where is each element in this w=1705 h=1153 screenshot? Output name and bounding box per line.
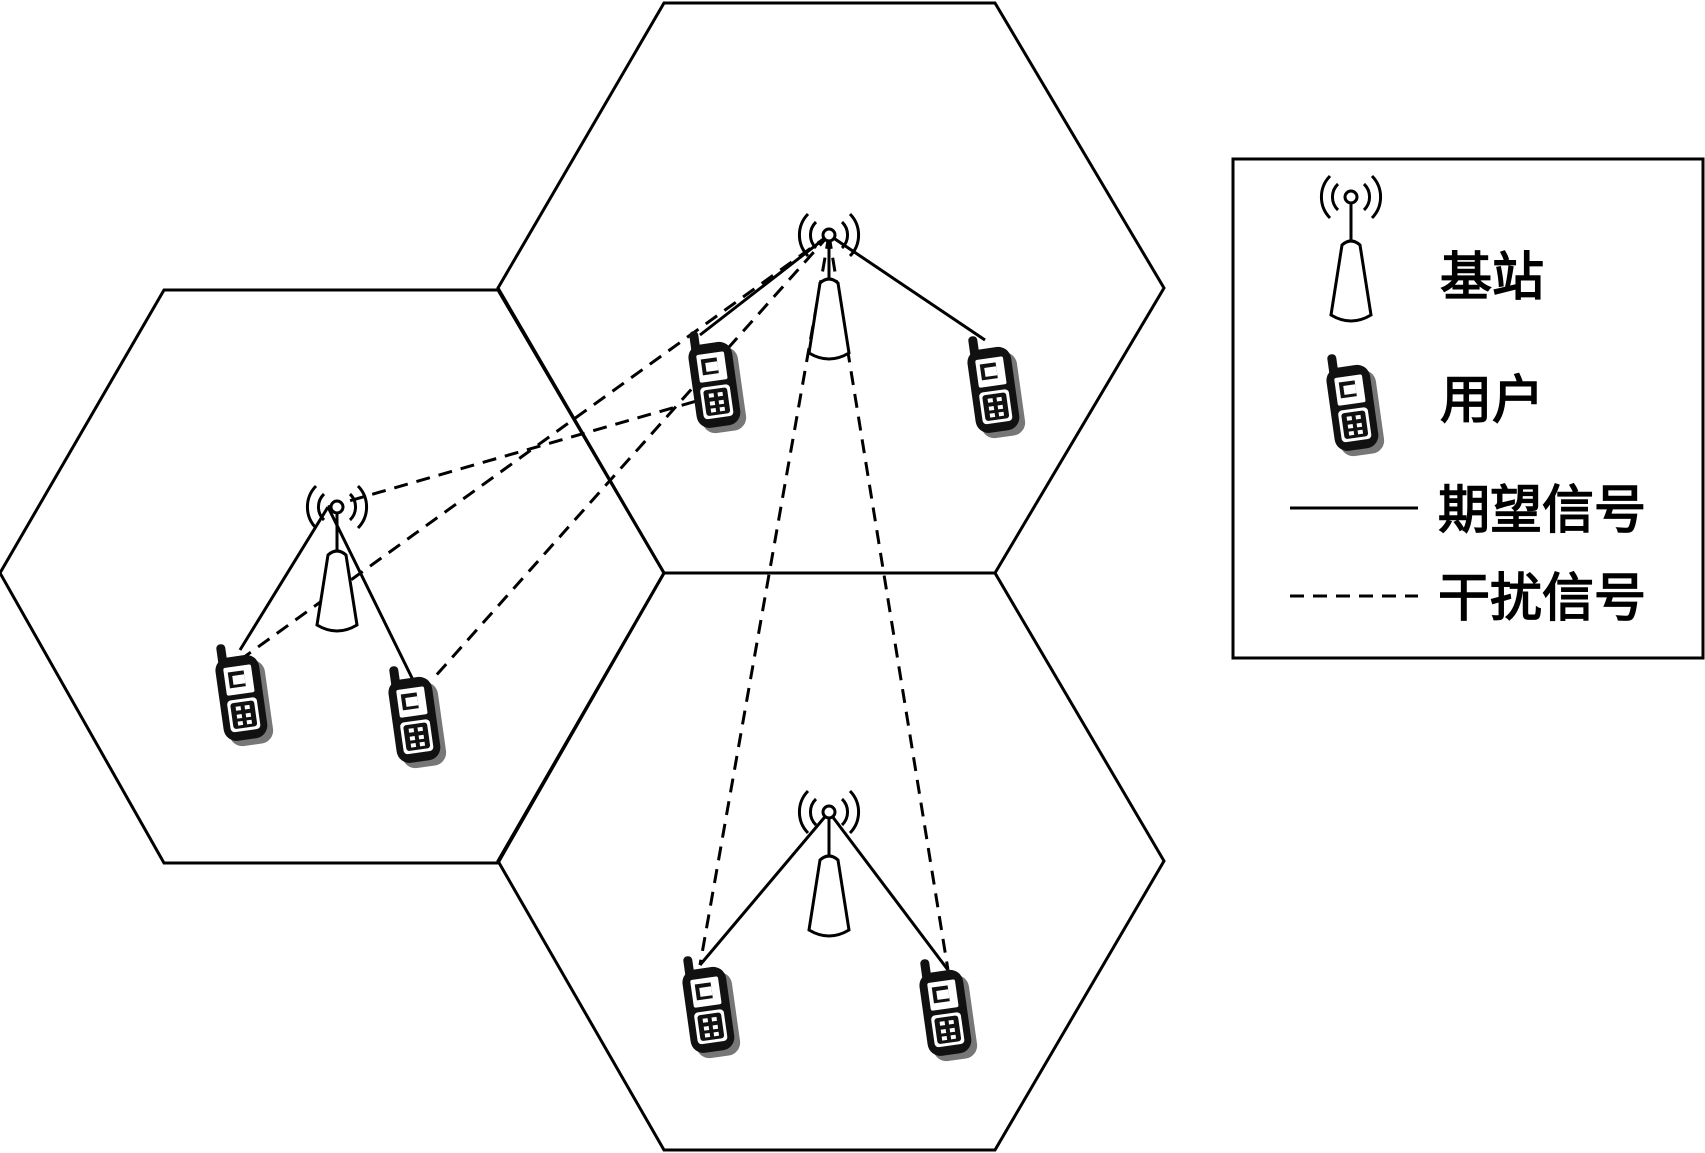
desired-link [326,506,415,681]
legend-label-base-station: 基站 [1440,247,1544,308]
mobile-phone-icon [211,638,275,749]
legend: 基站 用户 期望信号 干扰信号 [1231,157,1705,660]
desired-link [827,811,950,971]
cell-bottom [496,571,1166,1152]
interference-link [327,398,701,509]
legend-label-user: 用户 [1440,370,1544,431]
legend-label-interference-signal: 干扰信号 [1438,568,1646,629]
mobile-phone-icon [678,950,742,1061]
desired-link [238,506,330,651]
desired-link [698,811,831,966]
base-station-icon [797,789,861,938]
desired-link [828,233,986,342]
base-station-icon [305,484,369,633]
mobile-phone-icon [963,330,1027,441]
mobile-phone-icon [384,660,448,771]
desired-signal-links [238,233,986,971]
interference-link [827,234,950,971]
interference-link [698,234,831,966]
legend-box [1231,157,1705,660]
mobile-phone-icon [684,325,748,436]
interference-link [430,234,831,681]
cell-grid [0,1,1166,1152]
base-station-icon [797,212,861,361]
legend-label-desired-signal: 期望信号 [1438,480,1646,541]
